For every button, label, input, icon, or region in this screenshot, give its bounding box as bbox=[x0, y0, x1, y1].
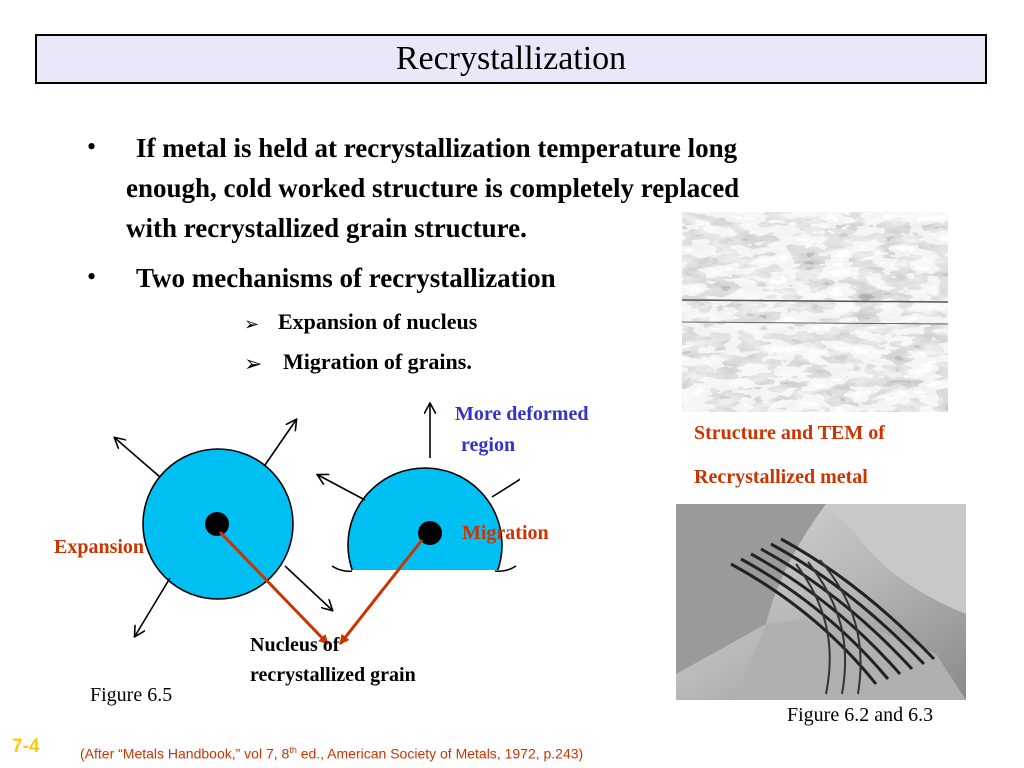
micrograph-caption-line-1: Structure and TEM of bbox=[694, 422, 885, 444]
sub-bullet-expansion: Expansion of nucleus bbox=[278, 309, 478, 334]
dome-base-right bbox=[494, 565, 517, 573]
migration-arrow bbox=[318, 475, 366, 501]
expansion-nucleus bbox=[205, 512, 229, 536]
sub-bullet-migration: Migration of grains. bbox=[283, 349, 472, 374]
bullet-marker: • bbox=[87, 132, 97, 161]
bullet-2-line-1: Two mechanisms of recrystallization bbox=[136, 263, 556, 293]
reference-text: ed., American Society of Metals, 1972, p… bbox=[296, 745, 584, 762]
label-more-deformed-line-1: More deformed bbox=[455, 403, 589, 425]
nucleus-pointer bbox=[218, 530, 330, 646]
grain-structure-micrograph bbox=[682, 212, 948, 412]
migration-arrow bbox=[491, 478, 520, 498]
label-nucleus-line-2: recrystallized grain bbox=[250, 664, 416, 686]
dome-base-left bbox=[331, 565, 353, 573]
label-migration: Migration bbox=[462, 522, 549, 544]
reference-superscript: th bbox=[289, 745, 297, 755]
recrystallization-diagram bbox=[100, 400, 520, 646]
tem-micrograph bbox=[676, 504, 966, 700]
reference-text: (After “Metals Handbook,” vol 7, 8 bbox=[80, 745, 290, 762]
bullet-1-line-3: with recrystallized grain structure. bbox=[126, 213, 527, 243]
sub-bullet-marker: ➢ bbox=[244, 352, 263, 377]
bullet-1-line-2: enough, cold worked structure is complet… bbox=[126, 173, 740, 203]
bullet-marker: • bbox=[87, 262, 97, 291]
slide-number: 7-4 bbox=[12, 736, 40, 757]
label-nucleus-line-1: Nucleus of bbox=[250, 634, 340, 656]
reference-citation: (After “Metals Handbook,” vol 7, 8th ed.… bbox=[80, 745, 583, 762]
slide-title-box: Recrystallization bbox=[35, 34, 987, 84]
bullet-1-line-1: If metal is held at recrystallization te… bbox=[136, 133, 738, 163]
slide-title: Recrystallization bbox=[395, 40, 627, 77]
label-expansion: Expansion bbox=[54, 536, 145, 558]
figure-6-2-caption: Figure 6.2 and 6.3 bbox=[787, 704, 934, 726]
expansion-arrow bbox=[135, 577, 171, 636]
sub-bullet-marker: ➢ bbox=[244, 314, 260, 335]
migration-nucleus bbox=[418, 521, 442, 545]
expansion-arrow bbox=[264, 420, 296, 466]
expansion-arrow bbox=[115, 438, 161, 478]
nucleus-pointer bbox=[338, 539, 424, 645]
migrating-grain bbox=[347, 467, 503, 571]
label-more-deformed-line-2: region bbox=[461, 434, 516, 456]
micrograph-caption-line-2: Recrystallized metal bbox=[694, 466, 868, 488]
figure-6-5-caption: Figure 6.5 bbox=[90, 684, 173, 706]
expansion-arrow bbox=[284, 565, 332, 610]
